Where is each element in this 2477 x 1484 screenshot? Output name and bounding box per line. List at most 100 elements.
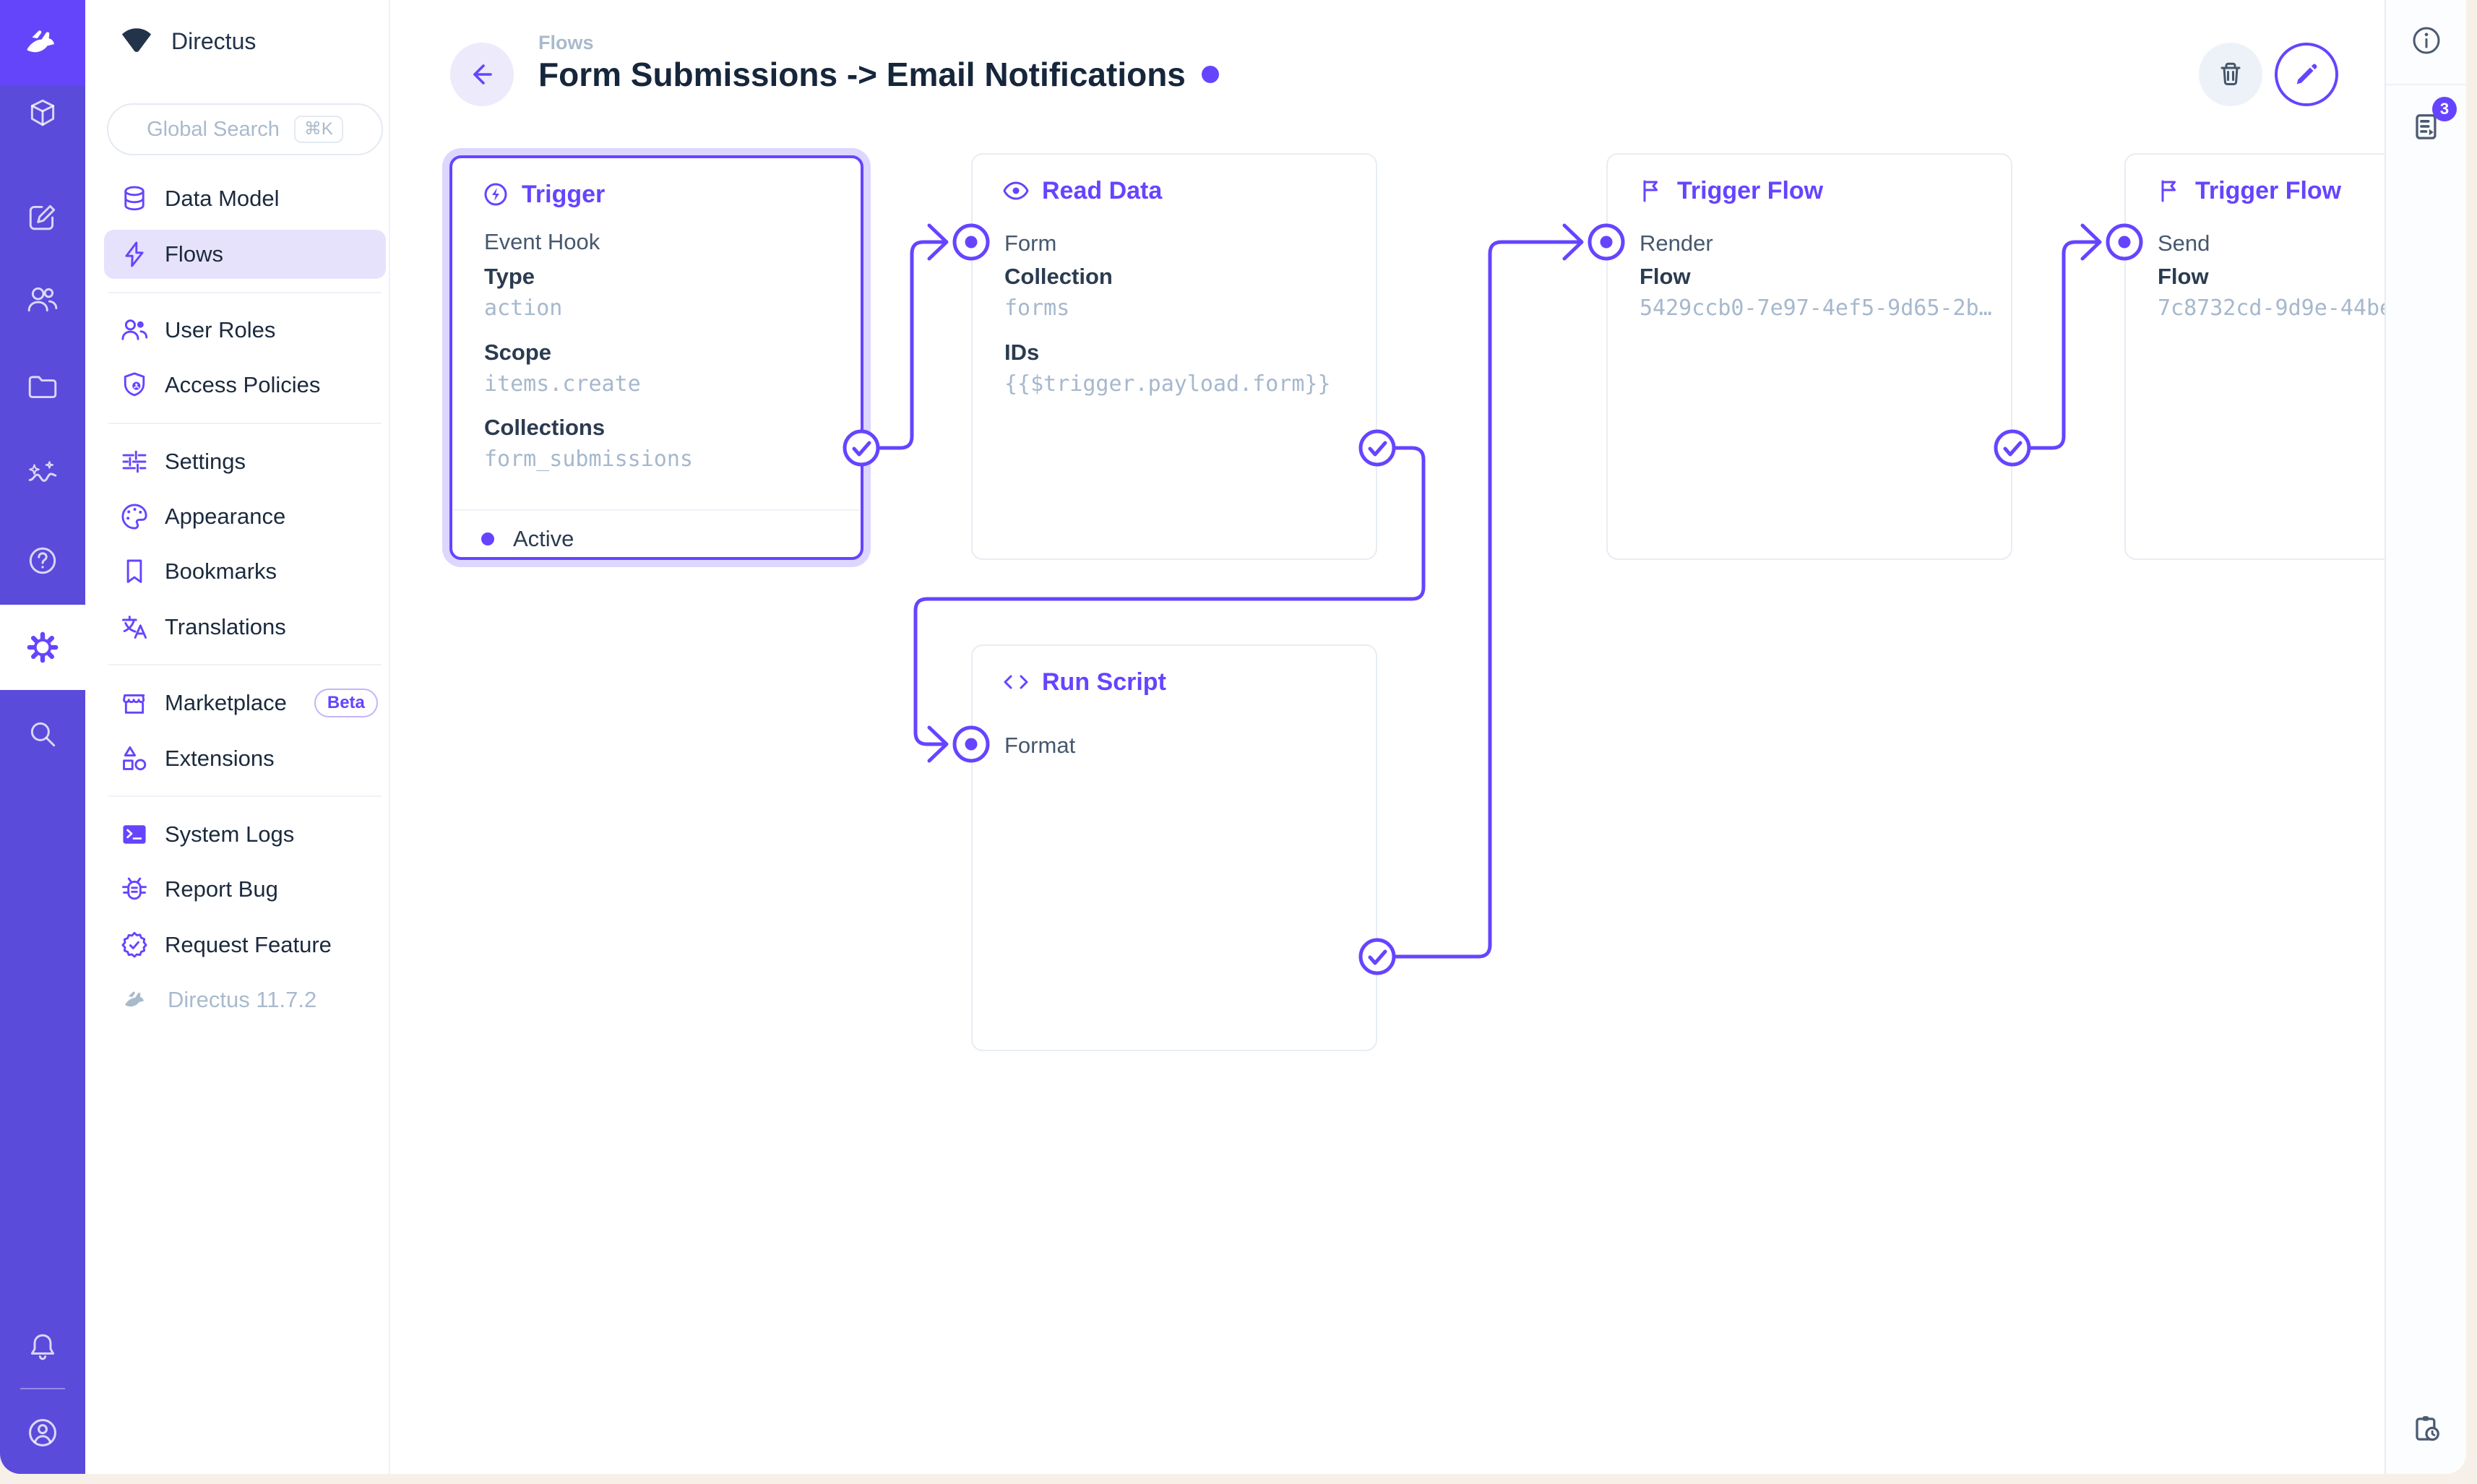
project-header[interactable]: Directus (118, 20, 256, 63)
database-icon (124, 186, 145, 211)
global-search-input[interactable]: Global Search ⌘K (107, 103, 383, 155)
module-editor-button[interactable] (0, 174, 85, 259)
logs-button[interactable] (2408, 108, 2445, 146)
connector-input-trigger-flow-render[interactable] (1587, 223, 1626, 262)
connector-output-read-data[interactable] (1358, 428, 1397, 467)
sidebar-item-translations[interactable]: Translations (104, 603, 386, 652)
sidebar-item-label: Appearance (165, 504, 286, 529)
module-help-button[interactable] (0, 518, 85, 603)
node-header: Trigger (481, 180, 605, 209)
terminal-icon (123, 825, 146, 844)
sidebar-item-appearance[interactable]: Appearance (104, 492, 386, 541)
box-icon (30, 99, 55, 126)
project-fan-logo (121, 28, 152, 53)
node-trigger[interactable]: Trigger Event Hook Type action Scope ite… (449, 155, 863, 560)
node-type-label: Read Data (1042, 176, 1163, 204)
node-read-data[interactable]: Read Data Form Collection forms IDs {{$t… (971, 153, 1377, 560)
translate-icon (122, 616, 147, 639)
delete-flow-button[interactable] (2199, 43, 2262, 106)
connector-input-run-script[interactable] (952, 725, 991, 764)
clipboard-clock-icon (2416, 1416, 2439, 1441)
field-label: Type (484, 264, 535, 289)
account-circle-icon (29, 1419, 56, 1446)
module-content-button[interactable] (0, 70, 85, 155)
sidebar-item-label: User Roles (165, 317, 276, 342)
page-title-text: Form Submissions -> Email Notifications (538, 56, 1186, 93)
sidebar-item-settings[interactable]: Settings (104, 437, 386, 486)
page-title: Form Submissions -> Email Notifications (538, 55, 1219, 94)
sidebar-divider (108, 795, 382, 797)
sidebar-item-user-roles[interactable]: User Roles (104, 306, 386, 355)
bookmark-icon (126, 559, 142, 583)
connector-input-read-data[interactable] (952, 223, 991, 262)
check-circle-icon (1994, 429, 2031, 467)
pending-revisions-button[interactable] (2408, 1410, 2445, 1448)
check-circle-icon (843, 429, 880, 467)
field-value: {{$trigger.payload.form}} (1004, 371, 1331, 397)
module-settings-button[interactable] (0, 605, 85, 690)
edit-flow-button[interactable] (2275, 43, 2338, 106)
seal-check-icon (121, 931, 147, 958)
node-name: Form (1004, 230, 1057, 256)
status-badge: Active (513, 526, 574, 551)
module-search-button[interactable] (0, 691, 85, 777)
sidebar-divider (108, 664, 382, 665)
module-users-button[interactable] (0, 257, 85, 342)
connector-output-trigger-flow-render[interactable] (1993, 428, 2032, 467)
search-icon (30, 722, 56, 747)
sidebar-item-flows[interactable]: Flows (104, 230, 386, 279)
version-info: Directus 11.7.2 (104, 975, 386, 1024)
node-type-label: Trigger Flow (1677, 176, 1824, 204)
field-value: 7c8732cd-9d9e-44be (2158, 295, 2385, 321)
sidebar-item-label: Translations (165, 614, 286, 639)
field-value: 5429ccb0-7e97-4ef5-9d65-2b… (1640, 295, 1992, 321)
notifications-bell-button[interactable] (0, 1305, 85, 1390)
sidebar-item-data-model[interactable]: Data Model (104, 174, 386, 223)
sidebar-item-report-bug[interactable]: Report Bug (104, 865, 386, 914)
flag-icon (2161, 180, 2176, 202)
right-sidebar-divider (2386, 84, 2466, 85)
field-label: Collection (1004, 264, 1113, 289)
connector-output-trigger[interactable] (842, 428, 881, 467)
check-circle-icon (1358, 429, 1396, 467)
node-name: Event Hook (484, 229, 600, 254)
status-row: Active (481, 526, 574, 552)
sidebar-item-access-policies[interactable]: Access Policies (104, 361, 386, 410)
sidebar-item-extensions[interactable]: Extensions (104, 734, 386, 783)
tune-sliders-icon (122, 450, 147, 473)
user-account-button[interactable] (0, 1390, 85, 1474)
connector-input-trigger-flow-send[interactable] (2105, 223, 2144, 262)
bolt-icon (125, 241, 144, 267)
sidebar-item-request-feature[interactable]: Request Feature (104, 920, 386, 970)
node-trigger-flow-render[interactable]: Trigger Flow Render Flow 5429ccb0-7e97-4… (1606, 153, 2012, 560)
field-label: Flow (2158, 264, 2209, 289)
node-run-script[interactable]: Run Script Format (971, 644, 1377, 1051)
sidebar-divider (108, 292, 382, 293)
node-type-label: Trigger Flow (2195, 176, 2342, 204)
module-files-button[interactable] (0, 345, 85, 430)
sidebar-item-label: Flows (165, 241, 223, 267)
sidebar-item-label: Request Feature (165, 932, 332, 957)
trash-icon (2220, 62, 2241, 85)
connector-output-run-script[interactable] (1358, 937, 1397, 976)
module-bar-divider (20, 1388, 65, 1389)
shield-user-icon (124, 372, 145, 397)
directus-logo-button[interactable] (0, 0, 85, 85)
info-button[interactable] (2409, 23, 2444, 58)
module-insights-button[interactable] (0, 431, 85, 517)
back-button[interactable] (450, 43, 514, 106)
field-label: Scope (484, 340, 552, 365)
sidebar-item-marketplace[interactable]: Marketplace Beta (104, 678, 386, 728)
dot-circle-icon (1588, 223, 1625, 261)
sidebar-item-bookmarks[interactable]: Bookmarks (104, 547, 386, 596)
logs-count-badge: 3 (2432, 97, 2457, 121)
search-placeholder: Global Search (147, 117, 280, 141)
flag-icon (1643, 180, 1658, 202)
breadcrumb[interactable]: Flows (538, 32, 594, 53)
settings-gear-icon (27, 631, 59, 663)
sidebar-item-system-logs[interactable]: System Logs (104, 810, 386, 859)
flow-canvas[interactable]: Flows Form Submissions -> Email Notifica… (390, 0, 2385, 1474)
sidebar-item-label: Bookmarks (165, 558, 277, 584)
node-trigger-flow-send[interactable]: Trigger Flow Send Flow 7c8732cd-9d9e-44b… (2124, 153, 2385, 560)
